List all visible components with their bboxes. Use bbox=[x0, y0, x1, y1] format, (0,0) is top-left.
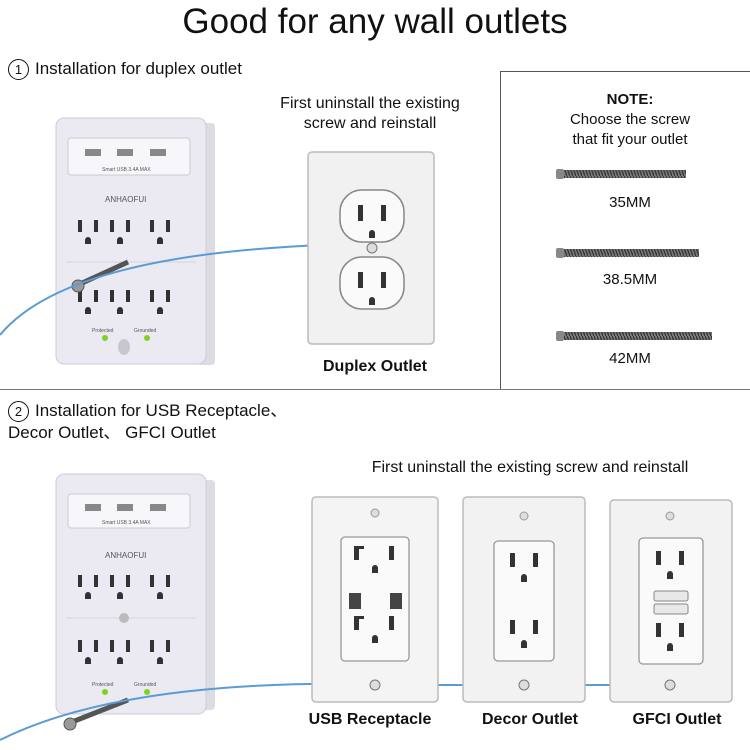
note-line2: that fit your outlet bbox=[572, 131, 688, 148]
surge-protector-product-2 bbox=[55, 473, 215, 731]
usb-port-icon bbox=[349, 593, 402, 609]
screw-35mm-icon bbox=[556, 169, 686, 179]
usb-text-1: Smart USB 3.4A MAX bbox=[102, 167, 151, 173]
step2-text-line1: Installation for USB Receptacle、 bbox=[35, 401, 288, 420]
screw-hole-icon bbox=[366, 242, 378, 254]
led-left-text-2: Protected bbox=[92, 682, 114, 688]
screw-hole-icon bbox=[518, 679, 530, 691]
led-left-text-1: Protected bbox=[92, 328, 114, 334]
gfci-outlet-plate bbox=[609, 499, 733, 703]
surge-protector-product-1 bbox=[55, 117, 215, 365]
screw-icon bbox=[63, 697, 129, 731]
decor-outlet-label: Decor Outlet bbox=[481, 711, 578, 728]
duplex-outlet-label: Duplex Outlet bbox=[322, 358, 427, 375]
led-right-text-2: Grounded bbox=[134, 682, 156, 688]
reset-button-icon bbox=[653, 603, 689, 615]
usb-port-icon bbox=[85, 149, 166, 156]
screw-size-35: 35MM bbox=[609, 194, 651, 211]
brand-text-2: ANHAOFUI bbox=[105, 551, 146, 560]
step2-label: 2 Installation for USB Receptacle、 Decor … bbox=[8, 400, 287, 444]
led-right-text-1: Grounded bbox=[134, 328, 156, 334]
step2-instruction: First uninstall the existing screw and r… bbox=[371, 459, 689, 476]
screw-size-42: 42MM bbox=[609, 350, 651, 367]
section-divider bbox=[0, 389, 750, 390]
usb-text-2: Smart USB 3.4A MAX bbox=[102, 520, 151, 526]
step1-label: 1 Installation for duplex outlet bbox=[8, 58, 242, 81]
note-line1: Choose the screw bbox=[569, 111, 691, 128]
gfci-outlet-label: GFCI Outlet bbox=[632, 711, 722, 728]
note-title: NOTE: bbox=[606, 91, 654, 108]
usb-receptacle-label: USB Receptacle bbox=[308, 711, 432, 728]
decor-outlet-plate bbox=[462, 496, 586, 703]
led-indicator-icon bbox=[102, 335, 108, 341]
duplex-outlet-plate bbox=[307, 151, 435, 345]
screw-hole-icon bbox=[369, 679, 381, 691]
note-panel bbox=[500, 71, 750, 390]
screw-38-5mm-icon bbox=[556, 248, 699, 258]
arrow-icon bbox=[0, 234, 362, 336]
page-title: Good for any wall outlets bbox=[182, 2, 568, 41]
screw-hole-icon bbox=[664, 679, 676, 691]
usb-receptacle-plate bbox=[311, 496, 439, 703]
step1-instruction-line1: First uninstall the existing bbox=[280, 95, 460, 112]
step1-number: 1 bbox=[8, 59, 29, 81]
step2-number: 2 bbox=[8, 401, 29, 423]
step1-text: Installation for duplex outlet bbox=[35, 59, 242, 78]
step2-text-line2: Decor Outlet、 GFCI Outlet bbox=[8, 423, 216, 443]
step1-instruction: First uninstall the existing screw and r… bbox=[255, 94, 485, 134]
outlet-slots-icon bbox=[78, 220, 170, 314]
note-text: Choose the screw that fit your outlet bbox=[530, 110, 730, 150]
brand-text-1: ANHAOFUI bbox=[105, 195, 146, 204]
screw-size-38-5: 38.5MM bbox=[602, 271, 658, 288]
arrow-icon bbox=[0, 673, 372, 741]
screw-42mm-icon bbox=[556, 331, 712, 341]
step1-instruction-line2: screw and reinstall bbox=[303, 115, 437, 132]
test-button-icon bbox=[653, 590, 689, 602]
led-indicator-icon bbox=[144, 335, 150, 341]
